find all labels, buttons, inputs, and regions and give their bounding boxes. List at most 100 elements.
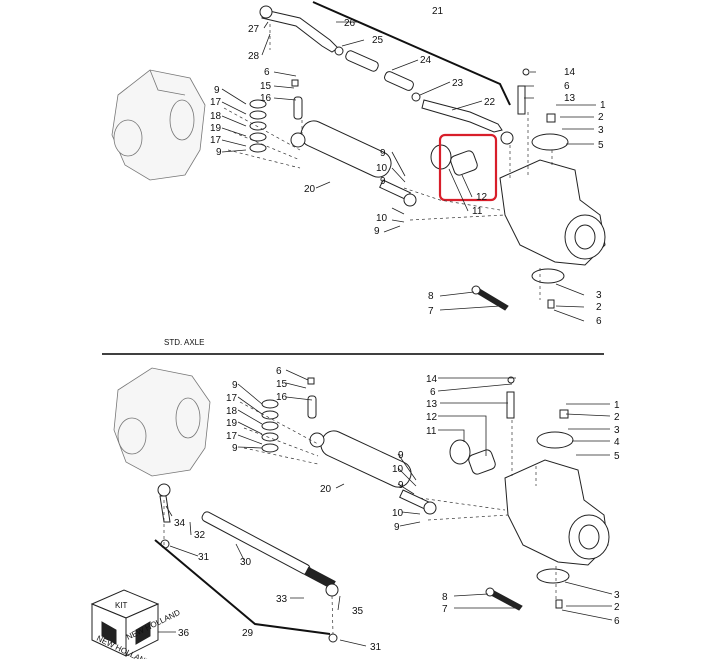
callout: 18: [210, 111, 222, 122]
kit-box-icon: KIT NEW HOLLAND NEW HOLLAND: [90, 589, 182, 659]
callout: 28: [248, 51, 260, 62]
callout: 6: [564, 81, 570, 92]
callout: 6: [276, 366, 282, 377]
callout: 9: [374, 226, 380, 237]
callout: 20: [304, 184, 316, 195]
callout: 10: [376, 163, 388, 174]
callout: 14: [564, 67, 576, 78]
callout: 6: [264, 67, 270, 78]
callout: 19: [226, 418, 238, 429]
callout: 34: [174, 518, 186, 529]
callout: 20: [320, 484, 332, 495]
callout: 15: [260, 81, 272, 92]
steering-knuckle-bottom: [504, 431, 610, 584]
callout: 17: [210, 97, 222, 108]
pin-bottom: [307, 377, 317, 419]
callout: 31: [198, 552, 210, 563]
callout: 17: [210, 135, 222, 146]
callout: 2: [596, 302, 602, 313]
callout: 5: [614, 451, 620, 462]
kingpin-parts-bottom: [506, 376, 569, 609]
callout: 4: [614, 437, 620, 448]
callout: 26: [344, 18, 356, 29]
callout: 2: [614, 602, 620, 613]
callout: 12: [426, 412, 438, 423]
callout: 32: [194, 530, 206, 541]
dashed-axes-bottom: [163, 401, 557, 635]
callout: 11: [472, 206, 483, 217]
callout: 18: [226, 406, 238, 417]
callout: 33: [276, 594, 288, 605]
callout: 8: [442, 592, 448, 603]
callout: 3: [614, 425, 620, 436]
callout: 16: [260, 93, 272, 104]
callout: 24: [420, 55, 432, 66]
section-title-std-axle: STD. AXLE: [164, 338, 204, 347]
callout: 13: [564, 93, 576, 104]
callout: 6: [614, 616, 620, 627]
steering-cylinder-bottom: [309, 430, 437, 515]
callout: 9: [380, 176, 386, 187]
kit-label: KIT: [115, 601, 128, 610]
tie-rod-bottom: [157, 483, 339, 643]
callout: 25: [372, 35, 384, 46]
callouts-top: 27 28 26 25 21 24 23 22 14 6 13 1 2 3 5 …: [210, 6, 606, 327]
callout: 10: [392, 464, 404, 475]
callout: 10: [392, 508, 404, 519]
dashed-axes-top: [223, 24, 553, 300]
callout: 10: [376, 213, 388, 224]
bushing-set-bottom: [449, 439, 496, 475]
callout: 8: [428, 291, 434, 302]
callout: 12: [476, 192, 488, 203]
callout: 36: [178, 628, 190, 639]
callout: 9: [394, 522, 400, 533]
callout: 9: [232, 380, 238, 391]
callout: 14: [426, 374, 438, 385]
pin-top: [291, 79, 303, 120]
callout: 3: [596, 290, 602, 301]
seal-stack-top: [249, 99, 267, 153]
callout: 7: [428, 306, 434, 317]
callout: 13: [426, 399, 438, 410]
bushing-set-top: [430, 144, 478, 176]
leaders-bottom: [154, 369, 613, 647]
callout: 30: [240, 557, 252, 568]
callout: 21: [432, 6, 444, 17]
callouts-bottom: 6 15 16 9 17 18 19 17 9 14 6 13 12 11 1 …: [174, 366, 620, 653]
highlight-box: [438, 133, 498, 202]
callout: 5: [598, 140, 604, 151]
callout: 15: [276, 379, 288, 390]
axle-housing-top: [111, 69, 206, 181]
callout: 17: [226, 431, 238, 442]
callout: 9: [214, 85, 220, 96]
kingpin-parts-top: [517, 68, 556, 309]
callout: 6: [430, 387, 436, 398]
callout: 9: [380, 148, 386, 159]
callout: 9: [398, 450, 404, 461]
bolt-bottom: [485, 587, 523, 611]
seal-stack-bottom: [261, 399, 279, 453]
callout: 29: [242, 628, 254, 639]
leaders-top: [221, 1, 596, 322]
callout: 23: [452, 78, 464, 89]
callout: 22: [484, 97, 496, 108]
callout: 9: [216, 147, 222, 158]
callout: 9: [398, 480, 404, 491]
axle-housing-bottom: [113, 367, 211, 477]
callout: 31: [370, 642, 382, 653]
steering-cylinder-top: [290, 120, 417, 207]
callout: 2: [614, 412, 620, 423]
callout: 11: [426, 426, 437, 437]
callout: 1: [614, 400, 620, 411]
callout: 3: [614, 590, 620, 601]
callout: 16: [276, 392, 288, 403]
callout: 17: [226, 393, 238, 404]
callout: 35: [352, 606, 364, 617]
callout: 27: [248, 24, 260, 35]
callout: 1: [600, 100, 606, 111]
tie-rod-top: [259, 5, 514, 145]
callout: 9: [232, 443, 238, 454]
callout: 6: [596, 316, 602, 327]
callout: 7: [442, 604, 448, 615]
